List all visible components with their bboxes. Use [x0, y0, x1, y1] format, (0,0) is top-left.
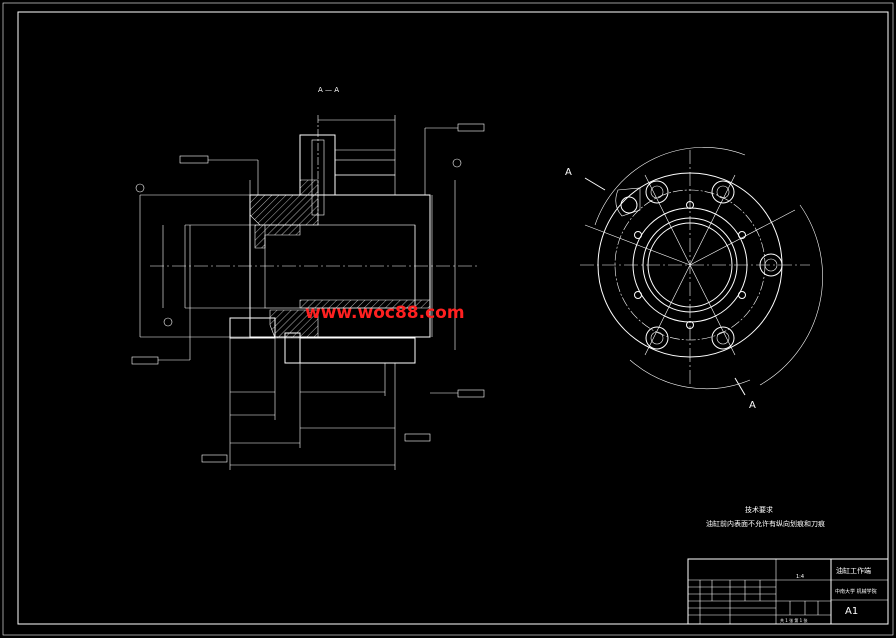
bolt-hole-2-in: [716, 185, 730, 199]
view-marker-a-bottom: A: [749, 400, 756, 411]
small-hole-5: [634, 291, 642, 299]
tb-scale-cell: 1:4: [796, 574, 804, 580]
inner-border: [17, 11, 889, 625]
tolerance-frame-4: [457, 389, 485, 398]
tb-part-name: 油缸工作端: [836, 566, 871, 575]
tolerance-frame-5: [404, 433, 431, 442]
section-label: A — A: [318, 86, 339, 94]
tb-sheet-info: 共 1 张 第 1 张: [780, 617, 807, 623]
port-boss-outline: [615, 187, 641, 217]
bolt-hole-4: [711, 326, 735, 350]
bolt-hole-1: [645, 180, 669, 204]
radial-5: [689, 209, 796, 266]
cut-arrow-bottom: [734, 377, 746, 396]
top-step-2: [334, 174, 396, 196]
watermark: www.woc88.com: [305, 303, 465, 323]
tolerance-frame-6: [201, 454, 228, 463]
radial-6: [584, 224, 691, 266]
bore-outer-circle: [642, 217, 738, 313]
outer-dim-arc: [594, 147, 746, 226]
outer-dim-arc-2: [759, 204, 823, 386]
section-view: A — A: [131, 86, 485, 470]
tb-sheet-size: A1: [845, 606, 858, 617]
bottom-extension: [299, 337, 416, 364]
small-hole-3: [738, 291, 746, 299]
tech-req-line-1: 油缸前内表面不允许有纵向划痕和刀痕: [706, 519, 825, 528]
outer-dim-arc-3: [629, 359, 751, 390]
radial-3: [644, 264, 691, 356]
tolerance-frame-1: [179, 155, 209, 164]
bore-inner-circle: [647, 222, 733, 308]
datum-marker-2: [452, 158, 462, 168]
tolerance-frame-3: [131, 356, 159, 365]
small-hole-2: [738, 231, 746, 239]
small-hole-4: [686, 321, 694, 329]
bolt-hole-5: [645, 326, 669, 350]
cylinder-inner: [264, 224, 416, 309]
port-hole: [620, 196, 638, 214]
radial-1: [644, 174, 691, 266]
title-block-frame: [687, 558, 889, 625]
top-step: [334, 159, 396, 176]
bolt-hole-3: [759, 253, 783, 277]
bolt-hole-2: [711, 180, 735, 204]
radial-4: [689, 264, 736, 356]
tech-req-heading: 技术要求: [745, 505, 773, 514]
bolt-hole-1-in: [650, 185, 664, 199]
small-hole-1: [686, 201, 694, 209]
small-hole-6: [634, 231, 642, 239]
datum-marker-1: [135, 183, 145, 193]
bolt-hole-3-in: [764, 258, 778, 272]
tolerance-frame-2: [457, 123, 485, 132]
bottom-port-boss: [229, 317, 276, 339]
lower-hatch-flange: [269, 309, 319, 339]
upper-hatch-flange: [249, 179, 319, 226]
title-block: 1:4 油缸工作端 中南大学 机械学院 A1 共 1 张 第 1 张: [687, 558, 889, 625]
bolt-hole-4-in: [716, 331, 730, 345]
technical-requirements: 技术要求 油缸前内表面不允许有纵向划痕和刀痕: [706, 505, 825, 528]
tb-school: 中南大学 机械学院: [835, 588, 877, 595]
end-view: A A: [565, 147, 823, 411]
cut-arrow-top: [584, 177, 606, 191]
radial-2: [689, 174, 736, 266]
upper-hatch-wall: [254, 224, 301, 249]
view-marker-a-left: A: [565, 167, 572, 178]
bolt-hole-5-in: [650, 331, 664, 345]
datum-marker-3: [163, 317, 173, 327]
